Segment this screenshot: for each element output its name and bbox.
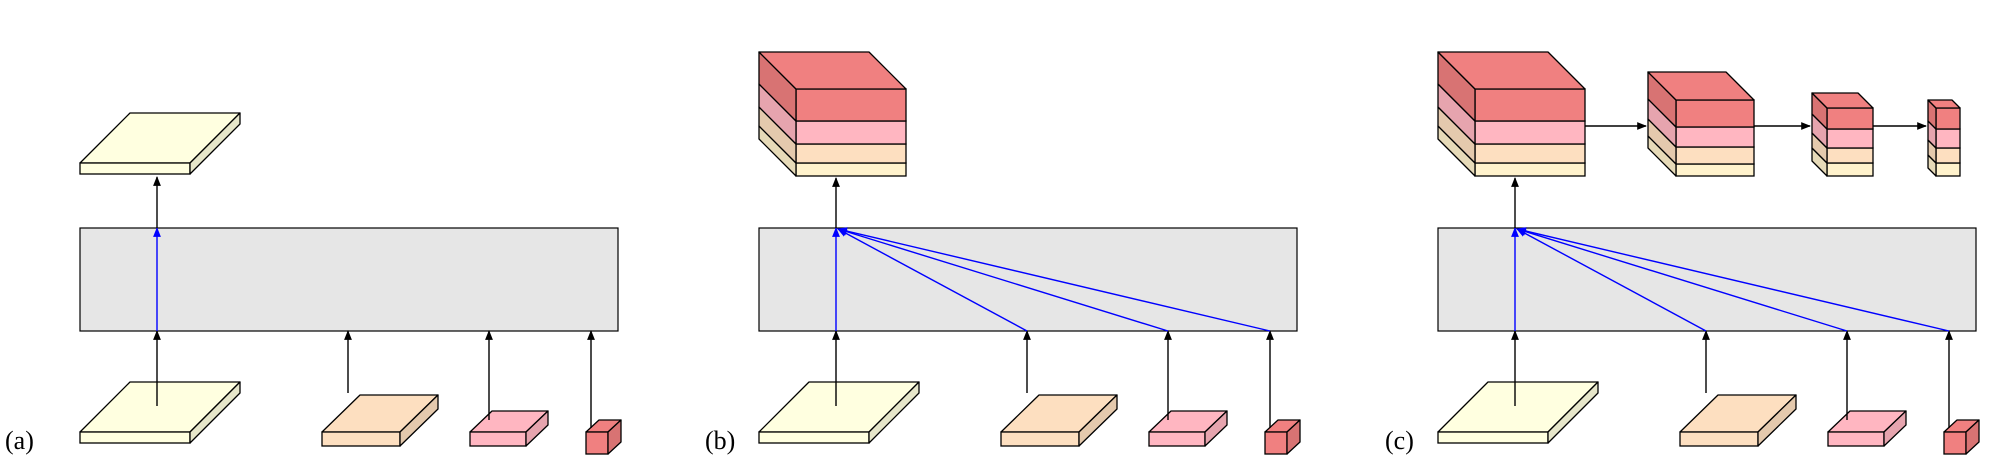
input-level-4-side — [1286, 419, 1301, 455]
output-stack-top — [1437, 51, 1586, 90]
output-stack-front-3 — [1474, 143, 1586, 164]
pyramid-stack-2-front-4 — [1675, 163, 1755, 177]
input-level-1 — [79, 381, 241, 444]
pyramid-stack-2 — [1647, 71, 1755, 177]
output-stack-front-3 — [795, 143, 907, 164]
input-level-2-side — [1757, 394, 1797, 447]
output-stack-front-1 — [1474, 88, 1586, 122]
output-stack — [1437, 51, 1586, 177]
pyramid-stack-2-front-3 — [1675, 146, 1755, 165]
connection-level-2 — [837, 228, 1028, 332]
pyramid-stack-3-front-4 — [1826, 162, 1874, 177]
input-level-4 — [1264, 419, 1301, 455]
input-level-2-front — [1679, 431, 1759, 447]
input-level-4 — [585, 419, 622, 455]
output-stack-front-4 — [795, 162, 907, 177]
input-level-1 — [758, 381, 920, 444]
output-stack-top — [758, 51, 907, 90]
pyramid-stack-3 — [1811, 92, 1874, 177]
output-stack-front-2 — [1474, 120, 1586, 145]
input-level-1-side — [868, 381, 920, 444]
input-level-2-front — [1000, 431, 1080, 447]
output-stack — [758, 51, 907, 177]
output-stack-front-1 — [795, 88, 907, 122]
input-level-4 — [1943, 419, 1980, 455]
panel-label-a: (a) — [5, 426, 34, 455]
pyramid-stack-3-front-1 — [1826, 107, 1874, 130]
input-level-3 — [1148, 410, 1228, 447]
input-level-3-front — [1827, 431, 1885, 447]
input-level-1-front — [758, 431, 870, 444]
input-level-2-side — [1078, 394, 1118, 447]
input-level-2 — [1679, 394, 1797, 447]
input-level-1-side — [189, 381, 241, 444]
pyramid-stack-4-front-4 — [1935, 162, 1961, 177]
input-level-2 — [321, 394, 439, 447]
panel-a — [79, 112, 622, 455]
input-level-1-front — [79, 431, 191, 444]
fusion-module — [1437, 227, 1977, 332]
input-level-3-front — [469, 431, 527, 447]
pyramid-stack-4-front-1 — [1935, 107, 1961, 130]
panel-label-b: (b) — [705, 426, 735, 455]
connection-level-4 — [1516, 227, 1950, 332]
input-level-4-front — [1264, 431, 1288, 455]
input-level-2 — [1000, 394, 1118, 447]
panel-label-c: (c) — [1385, 426, 1414, 455]
fusion-module — [79, 227, 619, 332]
output-map — [79, 112, 241, 175]
pyramid-stack-2-front-1 — [1675, 99, 1755, 128]
fusion-module — [758, 227, 1298, 332]
panel-c — [1437, 51, 1980, 455]
panel-b — [758, 51, 1301, 455]
output-stack-front-4 — [1474, 162, 1586, 177]
output-map-side — [189, 112, 241, 175]
output-map-front — [79, 162, 191, 175]
input-level-3 — [1827, 410, 1907, 447]
input-level-1-side — [1547, 381, 1599, 444]
pyramid-stack-3-front-2 — [1826, 128, 1874, 149]
connection-level-3 — [1516, 227, 1848, 332]
pyramid-stack-4-top — [1927, 99, 1961, 109]
input-level-3-side — [525, 410, 549, 447]
connection-level-4 — [837, 227, 1271, 332]
connection-level-2 — [1516, 228, 1707, 332]
pyramid-stack-3-front-3 — [1826, 147, 1874, 164]
input-level-3-front — [1148, 431, 1206, 447]
pyramid-stack-3-top — [1811, 92, 1874, 109]
input-level-4-front — [1943, 431, 1967, 455]
pyramid-stack-2-top — [1647, 71, 1755, 101]
input-level-1 — [1437, 381, 1599, 444]
input-level-3-side — [1204, 410, 1228, 447]
pyramid-stack-4-front-2 — [1935, 128, 1961, 149]
input-level-4-front — [585, 431, 609, 455]
connection-level-3 — [837, 227, 1169, 332]
input-level-4-side — [1965, 419, 1980, 455]
input-level-2-side — [399, 394, 439, 447]
input-level-3-side — [1883, 410, 1907, 447]
input-level-4-side — [607, 419, 622, 455]
input-level-1-front — [1437, 431, 1549, 444]
pyramid-stack-4 — [1927, 99, 1961, 177]
input-level-3 — [469, 410, 549, 447]
pyramid-stack-2-front-2 — [1675, 126, 1755, 148]
pyramid-stack-4-front-3 — [1935, 147, 1961, 164]
output-stack-front-2 — [795, 120, 907, 145]
input-level-2-front — [321, 431, 401, 447]
